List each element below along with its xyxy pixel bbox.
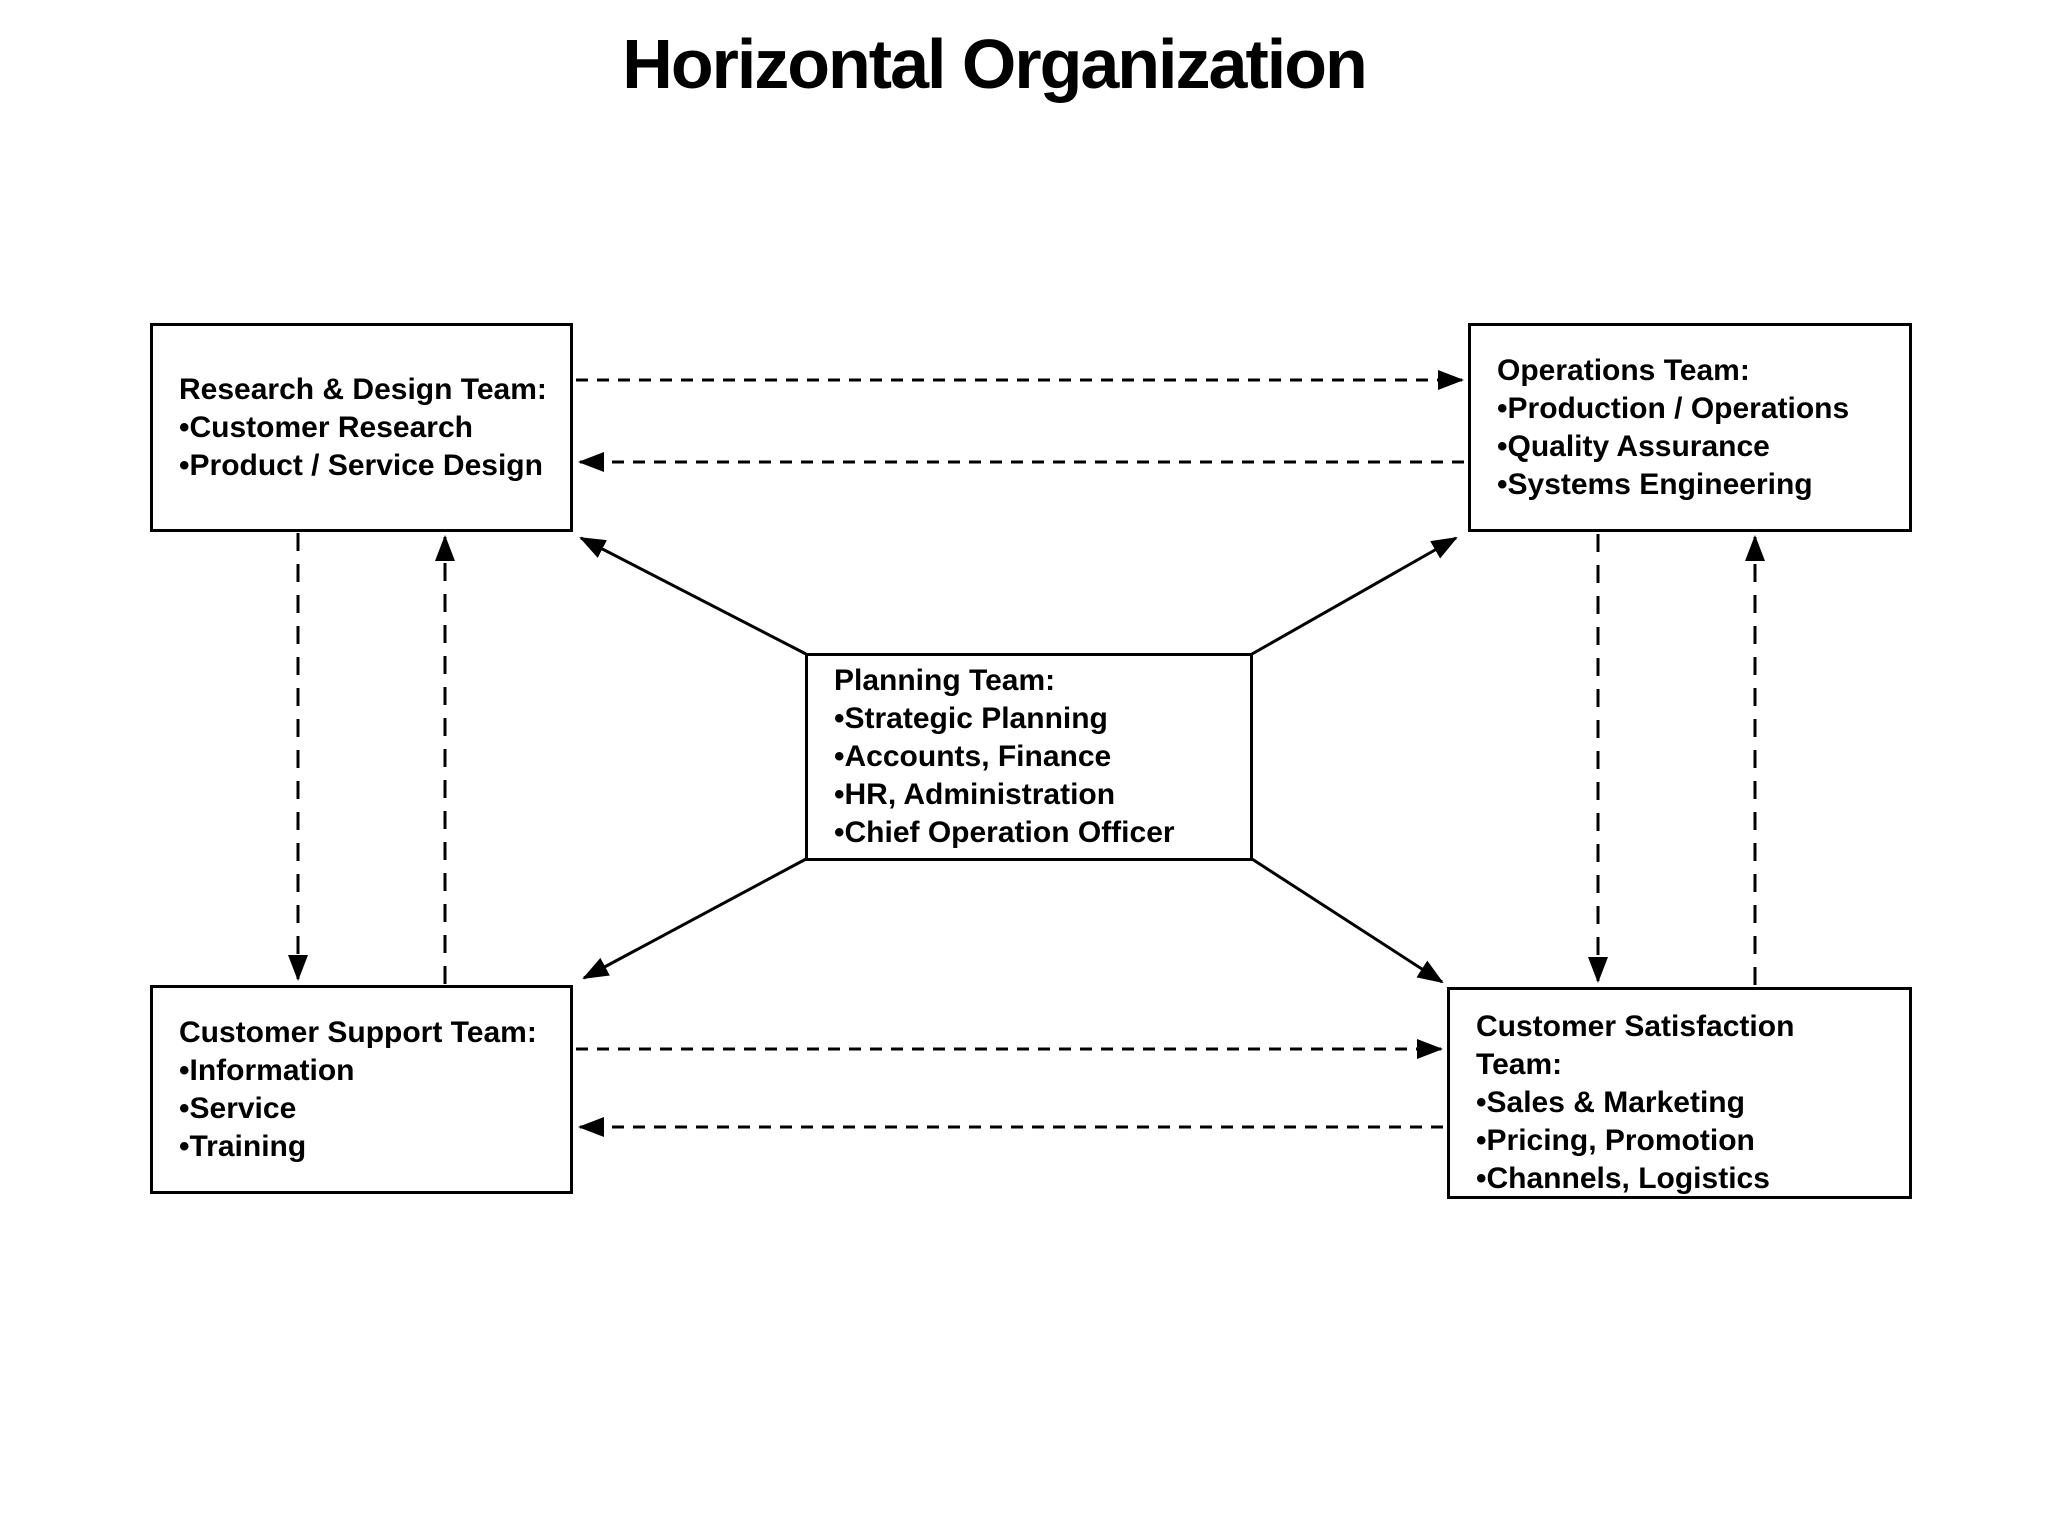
- node-title: Operations Team:: [1497, 353, 1750, 387]
- node-customer-satisfaction-team: Customer Satisfaction Team: •Sales & Mar…: [1447, 987, 1912, 1199]
- node-bullet: •Service: [179, 1091, 297, 1125]
- node-planning-team: Planning Team: •Strategic Planning •Acco…: [805, 653, 1253, 861]
- node-bullet: •HR, Administration: [834, 778, 1116, 811]
- node-bullet: •Systems Engineering: [1497, 467, 1813, 501]
- node-title: Team:: [1476, 1048, 1563, 1081]
- node-customer-support-team: Customer Support Team: •Information •Ser…: [150, 985, 573, 1194]
- node-bullet: •Customer Research: [179, 410, 473, 444]
- connector-planning-to-satisfaction: [1251, 857, 1444, 984]
- node-bullet: •Chief Operation Officer: [834, 816, 1175, 849]
- node-bullet: •Quality Assurance: [1497, 429, 1770, 463]
- node-bullet: •Product / Service Design: [179, 448, 543, 482]
- connector-planning-to-research: [579, 536, 807, 656]
- node-bullet: •Channels, Logistics: [1476, 1162, 1770, 1195]
- node-bullet: •Strategic Planning: [834, 702, 1108, 735]
- node-bullet: •Information: [179, 1053, 355, 1087]
- page-title: Horizontal Organization: [622, 25, 1367, 103]
- node-title: Research & Design Team:: [179, 372, 547, 406]
- node-title: Planning Team:: [834, 664, 1056, 697]
- node-bullet: •Accounts, Finance: [834, 740, 1112, 773]
- node-title: Customer Support Team:: [179, 1015, 537, 1049]
- node-bullet: •Pricing, Promotion: [1476, 1124, 1755, 1157]
- node-title: Customer Satisfaction: [1476, 1010, 1795, 1043]
- node-bullet: •Training: [179, 1129, 307, 1163]
- node-bullet: •Sales & Marketing: [1476, 1086, 1745, 1119]
- node-bullet: •Production / Operations: [1497, 391, 1850, 425]
- node-operations-team: Operations Team: •Production / Operation…: [1468, 323, 1912, 532]
- node-research-design-team: Research & Design Team: •Customer Resear…: [150, 323, 573, 532]
- connector-planning-to-operations: [1251, 536, 1458, 656]
- connector-planning-to-support: [582, 857, 807, 980]
